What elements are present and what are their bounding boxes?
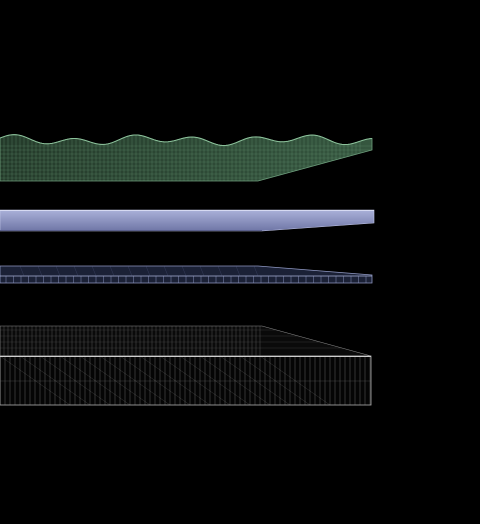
mesh-line xyxy=(235,265,241,277)
mesh-line xyxy=(199,355,271,406)
mesh-line xyxy=(39,355,111,406)
mesh-line xyxy=(199,265,205,277)
thick-grid-lines xyxy=(0,326,371,406)
mesh-line xyxy=(59,355,131,406)
solid-slab-layer xyxy=(0,209,375,232)
mesh-line xyxy=(91,265,97,277)
mesh-line xyxy=(73,265,79,277)
mesh-line xyxy=(139,355,211,406)
thin-grid-lines xyxy=(5,265,367,283)
thick-grid-layer xyxy=(0,325,372,406)
mesh-line xyxy=(239,355,311,406)
thin-grid-plate xyxy=(0,265,373,284)
wavy-mesh-layer xyxy=(0,134,373,182)
thin-grid-layer xyxy=(0,265,373,284)
mesh-line xyxy=(127,265,133,277)
mesh-line xyxy=(159,355,231,406)
mesh-line xyxy=(37,265,43,277)
mesh-line xyxy=(19,355,91,406)
mesh-line xyxy=(219,355,291,406)
mesh-line xyxy=(99,355,171,406)
wavy-mesh-grid xyxy=(0,134,372,181)
mesh-line xyxy=(145,265,151,277)
mesh-line xyxy=(0,355,71,406)
mesh-line xyxy=(109,265,115,277)
mesh-line xyxy=(181,265,187,277)
wavy-mesh-top-edge xyxy=(0,134,373,147)
solid-slab-face xyxy=(0,209,375,232)
mesh-line xyxy=(253,265,259,277)
mesh-line xyxy=(119,355,191,406)
mesh-line xyxy=(163,265,169,277)
thick-grid-front-face xyxy=(0,355,372,406)
mesh-line xyxy=(217,265,223,277)
mesh-line xyxy=(259,355,331,406)
mesh-line xyxy=(19,265,25,277)
mesh-line xyxy=(179,355,251,406)
mesh-line xyxy=(79,355,151,406)
thick-grid-top-face xyxy=(0,325,372,357)
mesh-line xyxy=(55,265,61,277)
